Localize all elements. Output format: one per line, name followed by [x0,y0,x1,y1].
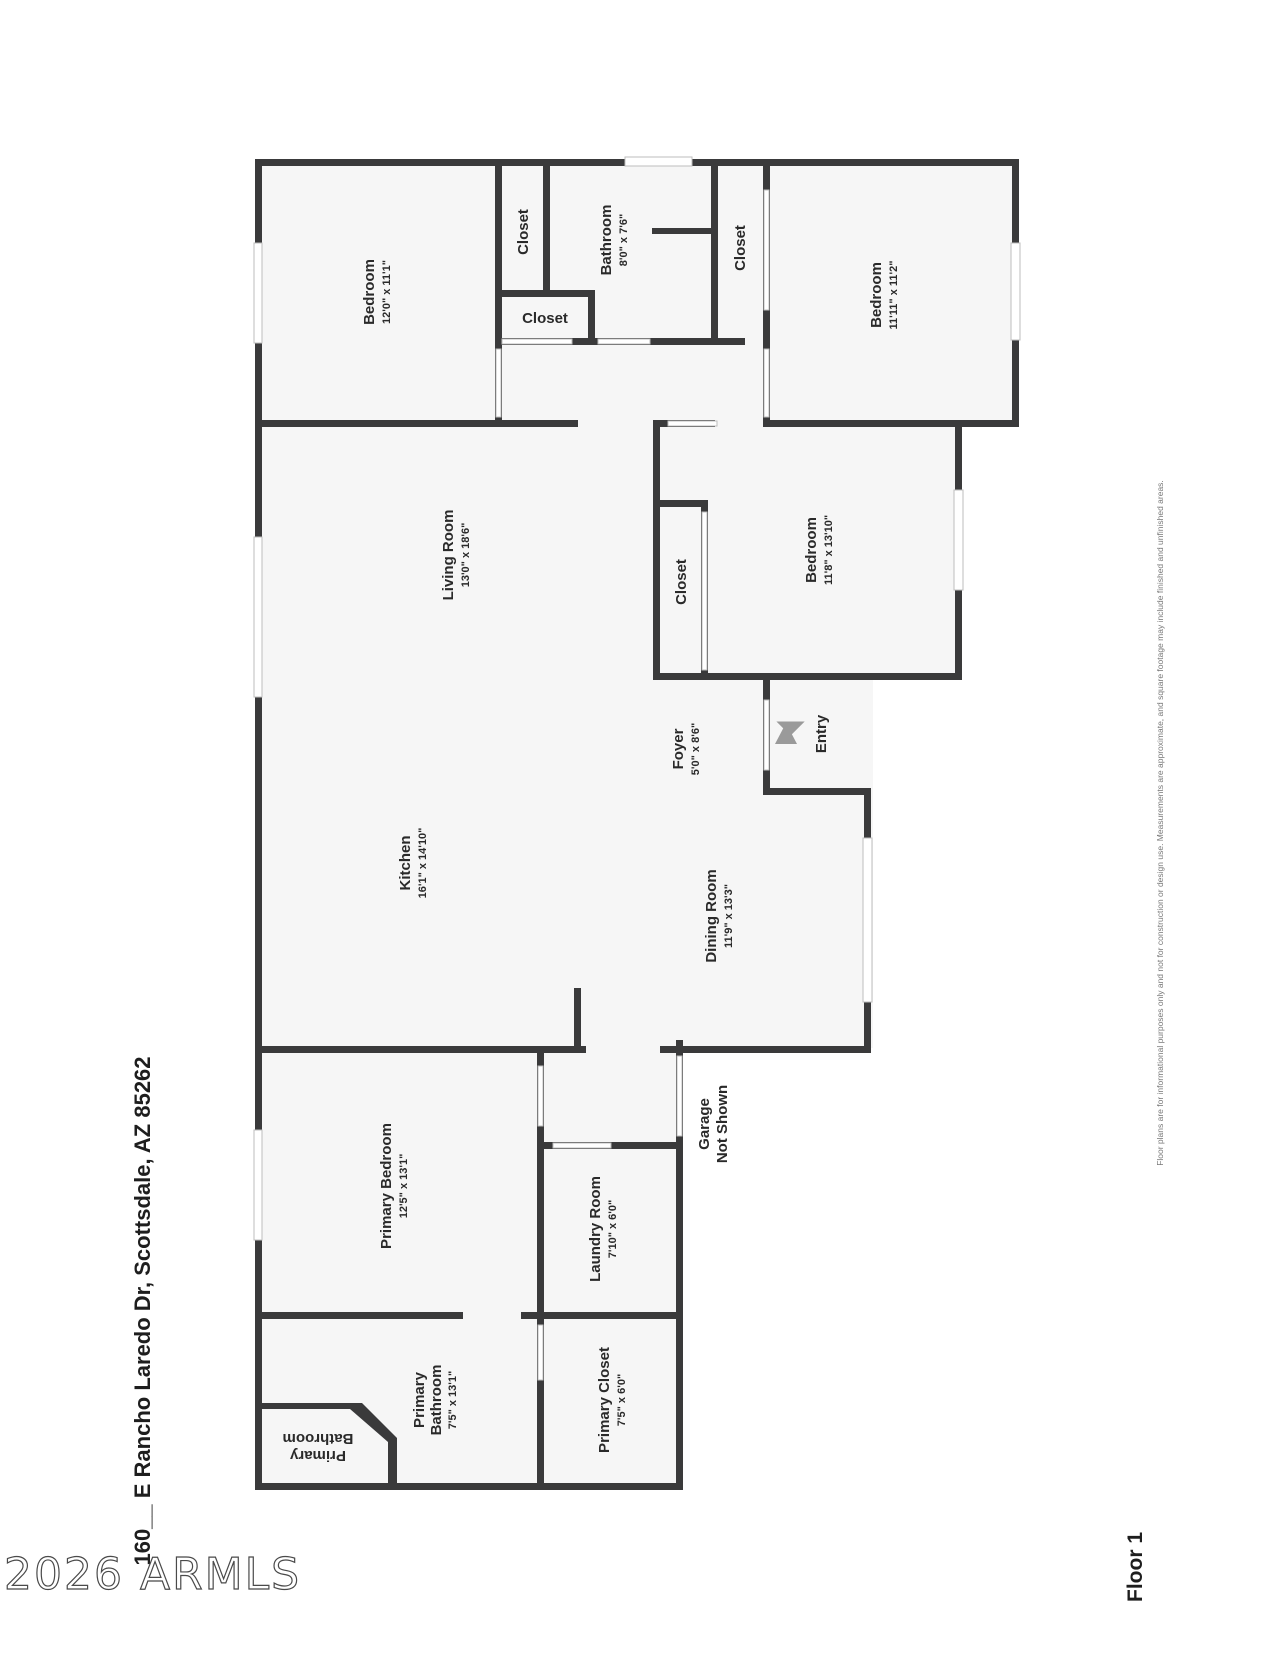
room-name: Dining Room [703,869,720,962]
room-primary-bathroom-small: Primary Bathroom [283,1430,354,1464]
room-name: Closet [515,209,532,255]
room-name-line1: Primary [289,1447,346,1464]
room-name: Kitchen [397,835,414,890]
room-closet-mid: Closet [673,559,690,605]
room-dining-room: Dining Room 11'9" x 13'3" [703,869,735,962]
room-closet-hall: Closet [522,310,568,327]
floor-label: Floor 1 [1124,1532,1147,1602]
room-bathroom: Bathroom 8'0" x 7'6" [598,205,630,276]
room-living-room: Living Room 13'0" x 18'6" [440,510,472,601]
entry-label: Entry [813,714,830,753]
room-name: Foyer [670,728,687,769]
room-name: Closet [732,225,749,271]
disclaimer-text: Floor plans are for informational purpos… [1155,480,1165,1166]
room-dimension: 11'9" x 13'3" [723,884,735,948]
room-closet-nw: Closet [515,209,532,255]
room-dimension: 16'1" x 14'10" [417,828,429,899]
room-name: Bedroom [361,259,378,325]
room-name-line2: Bathroom [428,1365,445,1436]
room-name: Bathroom [598,205,615,276]
room-name: Bedroom [803,517,820,583]
windows [253,156,1021,1381]
entry-text: Entry [813,714,830,753]
room-dimension: 12'0" x 11'1" [381,260,393,324]
garage-line2: Not Shown [714,1085,731,1163]
room-name: Laundry Room [587,1176,604,1282]
disclaimer: Floor plans are for informational purpos… [1155,480,1165,1166]
room-name: Primary Bedroom [378,1123,395,1249]
room-closet-ne: Closet [732,225,749,271]
room-primary-bedroom: Primary Bedroom 12'5" x 13'1" [378,1123,410,1249]
room-name: Living Room [440,510,457,601]
room-primary-closet: Primary Closet 7'5" x 6'0" [596,1347,628,1453]
address-text: 160__ E Rancho Laredo Dr, Scottsdale, AZ… [130,1056,155,1565]
room-dimension: 7'10" x 6'0" [607,1200,619,1258]
room-dimension: 11'11" x 11'2" [888,261,900,330]
floor-areas [257,163,1014,1485]
garage-line1: Garage [696,1098,713,1150]
room-laundry-room: Laundry Room 7'10" x 6'0" [587,1176,619,1282]
room-dimension: 8'0" x 7'6" [618,214,630,266]
entry-arrow-icon [776,721,805,736]
room-name: Closet [522,310,568,327]
room-dimension: 7'5" x 6'0" [616,1374,628,1426]
address: 160__ E Rancho Laredo Dr, Scottsdale, AZ… [130,1056,155,1565]
room-dimension: 13'0" x 18'6" [460,523,472,588]
garage-label: Garage Not Shown [696,1085,731,1163]
watermark: 2026 ARMLS [4,1549,301,1600]
room-dimension: 5'0" x 8'6" [690,723,702,775]
room-name-line2: Bathroom [283,1430,354,1447]
room-bedroom-nw: Bedroom 12'0" x 11'1" [361,259,393,325]
room-name: Closet [673,559,690,605]
room-name-line1: Primary [411,1371,428,1428]
room-name: Primary Closet [596,1347,613,1453]
room-name: Bedroom [868,262,885,328]
room-bedroom-ne: Bedroom 11'11" x 11'2" [868,261,900,330]
room-bedroom-mid: Bedroom 11'8" x 13'10" [803,515,835,585]
room-dimension: 12'5" x 13'1" [398,1154,410,1219]
room-primary-bathroom: Primary Bathroom 7'5" x 13'1" [411,1365,459,1436]
floor-label-text: Floor 1 [1124,1532,1147,1602]
room-dimension: 7'5" x 13'1" [447,1371,459,1429]
room-dimension: 11'8" x 13'10" [823,515,835,585]
room-kitchen: Kitchen 16'1" x 14'10" [397,828,429,899]
room-foyer: Foyer 5'0" x 8'6" [670,723,702,775]
